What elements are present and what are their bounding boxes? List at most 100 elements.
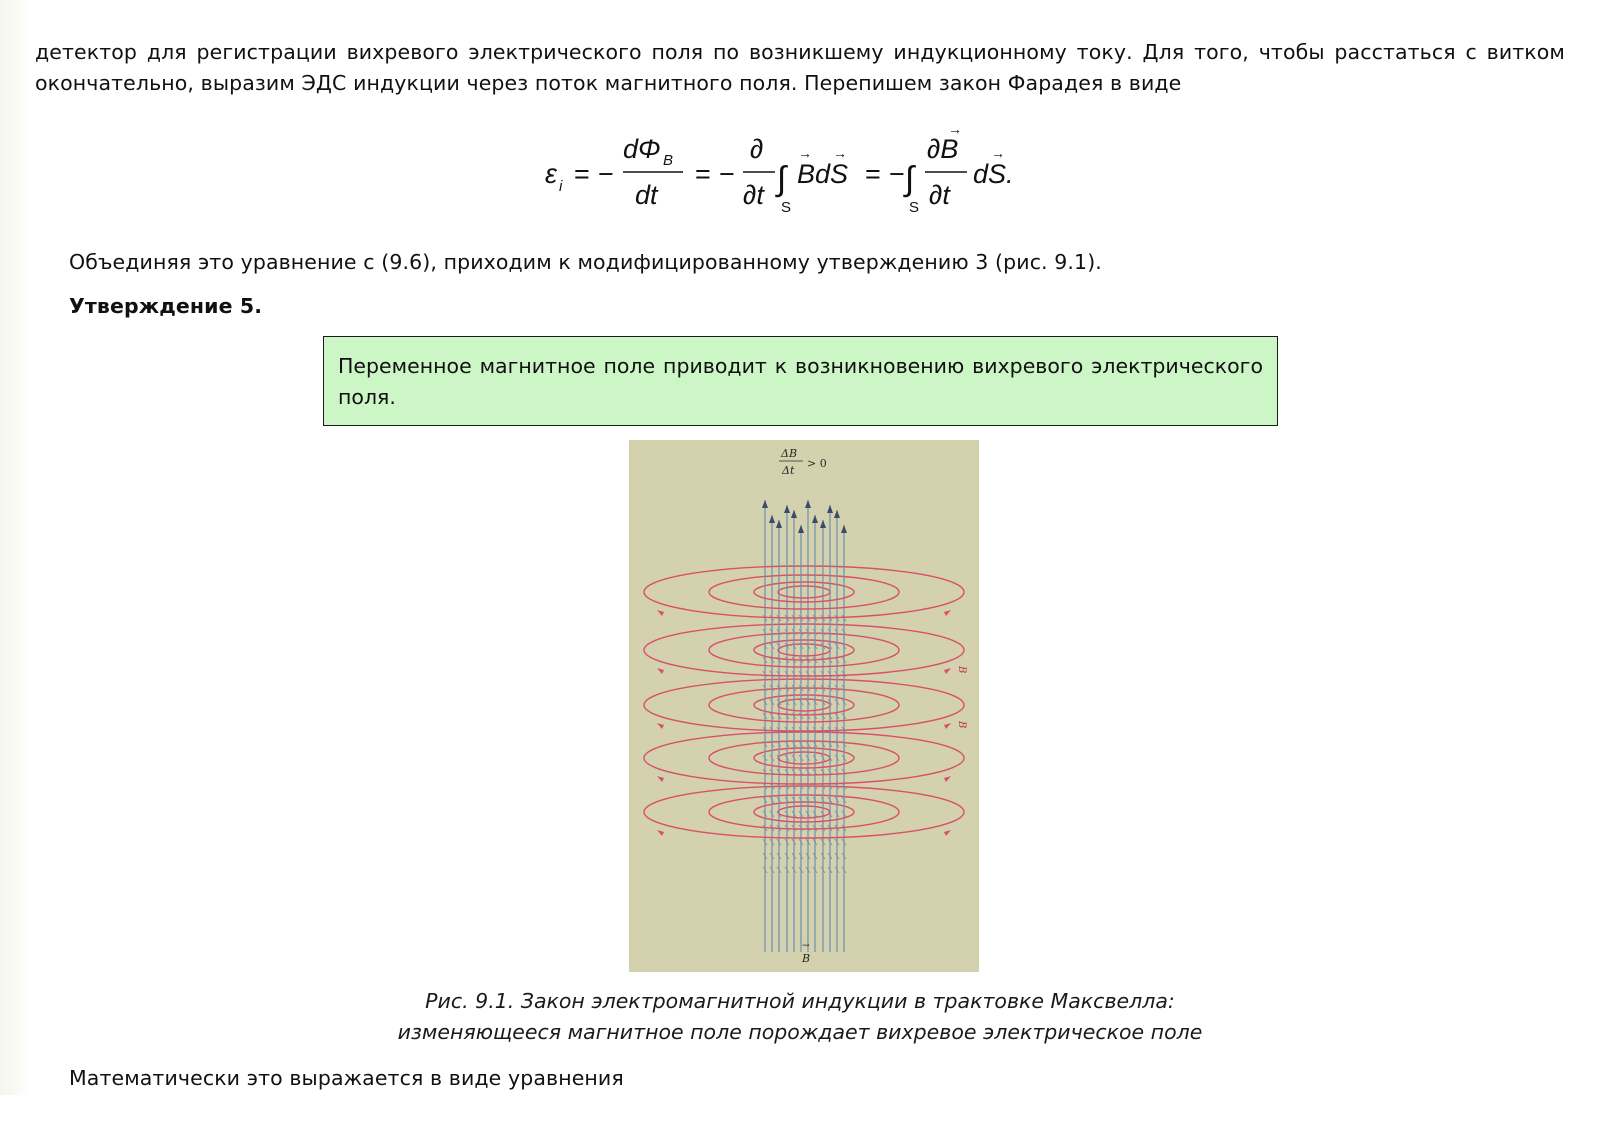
field-hatch xyxy=(769,852,775,860)
field-hatch xyxy=(820,628,826,636)
field-hatch xyxy=(827,740,833,748)
field-hatch xyxy=(812,866,818,874)
field-hatch xyxy=(769,712,775,720)
field-hatch xyxy=(784,810,790,818)
field-hatch xyxy=(834,698,840,706)
field-hatch xyxy=(776,698,782,706)
eq-vec-arrow-s-2: → xyxy=(991,145,1005,161)
field-line-arrowhead xyxy=(841,525,847,533)
field-hatch xyxy=(776,628,782,636)
figure-caption: Рис. 9.1. Закон электромагнитной индукци… xyxy=(200,986,1400,1048)
field-hatch xyxy=(769,754,775,762)
vortex-loop-arrowhead xyxy=(944,668,951,674)
vortex-loop-back xyxy=(643,565,965,593)
field-hatch xyxy=(805,754,811,762)
field-line-arrowhead xyxy=(762,500,768,508)
field-hatch xyxy=(805,712,811,720)
vortex-loop-front xyxy=(753,757,855,769)
field-hatch xyxy=(791,754,797,762)
field-hatch xyxy=(791,698,797,706)
field-hatch xyxy=(812,684,818,692)
vortex-loop-back xyxy=(643,623,965,651)
field-hatch xyxy=(784,838,790,846)
field-hatch xyxy=(812,740,818,748)
field-hatch xyxy=(784,740,790,748)
field-line-arrowhead xyxy=(798,525,804,533)
field-hatch xyxy=(762,656,768,664)
field-hatch xyxy=(769,628,775,636)
field-line-arrowhead xyxy=(805,500,811,508)
field-line-arrowhead xyxy=(769,515,775,523)
fig-label-b-side-2: B xyxy=(956,720,967,728)
vortex-loop-front xyxy=(708,811,900,830)
field-hatch xyxy=(798,684,804,692)
field-hatch xyxy=(791,824,797,832)
faraday-law-equation: ε i = − dΦ B dt = − ∂ ∂t ∫ S BdS → → = −… xyxy=(545,125,1014,216)
field-hatch xyxy=(820,754,826,762)
vortex-loop-arrowhead xyxy=(657,610,664,616)
field-hatch xyxy=(841,656,847,664)
field-hatch xyxy=(784,642,790,650)
vortex-loop-back xyxy=(643,731,965,759)
field-hatch xyxy=(769,838,775,846)
field-hatch xyxy=(805,628,811,636)
field-hatch xyxy=(762,866,768,874)
field-hatch xyxy=(820,866,826,874)
vortex-loop-back xyxy=(708,687,900,706)
field-hatch xyxy=(784,796,790,804)
field-hatch xyxy=(762,838,768,846)
field-hatch xyxy=(798,712,804,720)
field-hatch xyxy=(784,684,790,692)
field-hatch xyxy=(762,852,768,860)
field-hatch xyxy=(827,628,833,636)
eq-b-ds: BdS xyxy=(797,159,848,189)
field-hatch xyxy=(805,824,811,832)
field-hatch xyxy=(798,628,804,636)
field-hatch xyxy=(784,824,790,832)
field-hatch xyxy=(769,698,775,706)
field-hatch xyxy=(841,614,847,622)
field-hatch xyxy=(769,740,775,748)
vortex-loop-back xyxy=(708,794,900,813)
field-hatch xyxy=(841,852,847,860)
field-line-arrowhead xyxy=(791,510,797,518)
field-hatch xyxy=(834,740,840,748)
field-hatch xyxy=(769,684,775,692)
vortex-loop-arrowhead xyxy=(944,776,951,782)
vortex-loop-front xyxy=(643,811,965,839)
field-hatch xyxy=(776,642,782,650)
field-hatch xyxy=(805,642,811,650)
field-hatch xyxy=(762,698,768,706)
vortex-loop-back xyxy=(777,585,831,593)
figure-caption-line-1: Рис. 9.1. Закон электромагнитной индукци… xyxy=(425,989,1175,1013)
eq-flux-subscript: B xyxy=(663,152,673,169)
field-hatch xyxy=(762,642,768,650)
field-lines-group xyxy=(762,500,847,952)
field-hatch xyxy=(769,642,775,650)
field-hatch xyxy=(827,866,833,874)
paragraph-math-intro: Математически это выражается в виде урав… xyxy=(69,1066,624,1090)
fig-label-b-vec-bottom: → xyxy=(802,941,810,951)
field-hatch xyxy=(841,628,847,636)
field-hatch xyxy=(841,838,847,846)
field-hatch xyxy=(834,796,840,804)
field-hatch xyxy=(762,754,768,762)
statement-text: Переменное магнитное поле приводит к воз… xyxy=(338,354,1263,409)
field-hatch xyxy=(812,852,818,860)
vortex-loop-back xyxy=(753,801,855,813)
paragraph-combine: Объединяя это уравнение с (9.6), приходи… xyxy=(69,250,1102,274)
field-hatch xyxy=(798,824,804,832)
eq-integral-2: ∫ xyxy=(903,160,916,198)
page-left-margin-strip xyxy=(0,0,28,1095)
vortex-loop-arrowhead xyxy=(657,830,664,836)
field-hatch xyxy=(820,642,826,650)
field-hatch xyxy=(776,726,782,734)
figure-vortex-field-drawing: ΔB Δt > 0 B → B B xyxy=(643,447,967,965)
figure-caption-line-2: изменяющееся магнитное поле порождает ви… xyxy=(397,1020,1203,1044)
vortex-loop-front xyxy=(777,591,831,599)
vortex-loop-front xyxy=(777,649,831,657)
field-line-arrowhead xyxy=(834,510,840,518)
eq-vec-arrow-b: → xyxy=(798,145,812,161)
field-hatch xyxy=(841,712,847,720)
field-hatch xyxy=(798,866,804,874)
